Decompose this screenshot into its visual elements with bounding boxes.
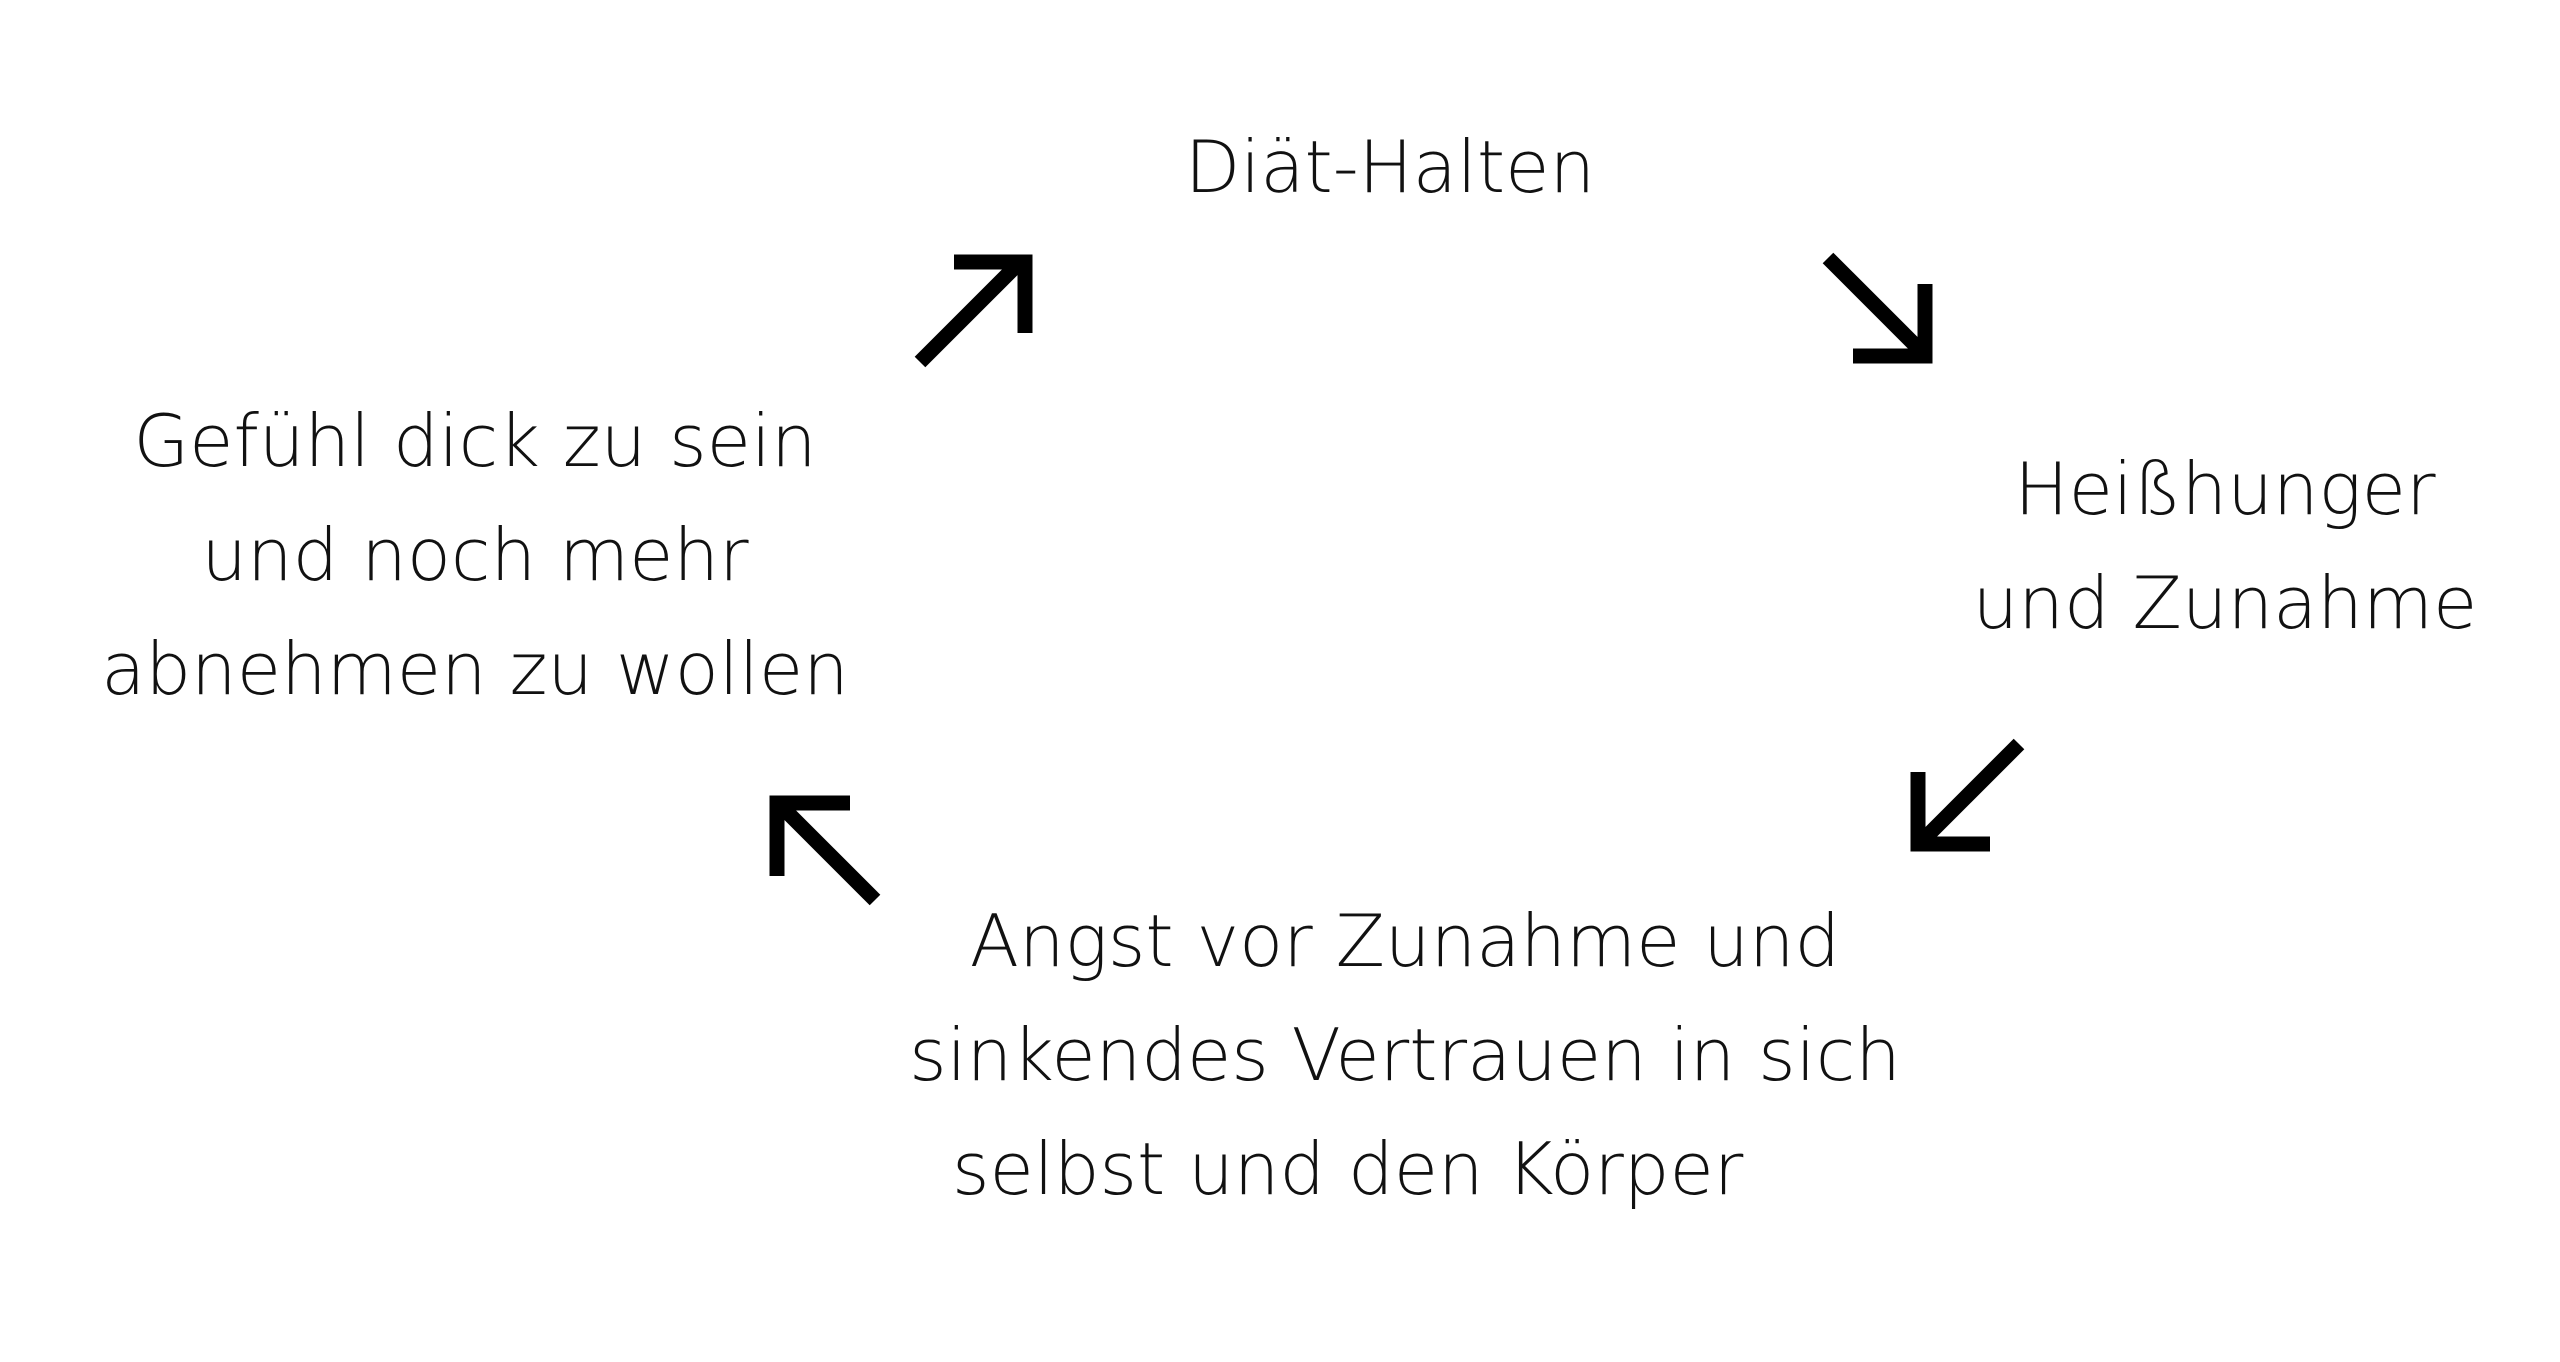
arrow-down-left-icon xyxy=(1910,738,2025,852)
node-text-line: selbst und den Körper xyxy=(952,1127,1744,1211)
node-diaet-halten: Diät-Halten xyxy=(1010,110,1770,224)
node-text-line: sinkendes Vertrauen in sich xyxy=(909,1013,1901,1097)
arrow-up-right-icon xyxy=(914,254,1033,368)
node-heisshunger: Heißhunger und Zunahme xyxy=(1920,432,2530,660)
node-text-line: und Zunahme xyxy=(1972,561,2478,645)
node-gefuehl-dick: Gefühl dick zu sein und noch mehr abnehm… xyxy=(60,384,890,726)
node-text-line: Diät-Halten xyxy=(1184,125,1596,209)
node-angst-vor-zunahme: Angst vor Zunahme und sinkendes Vertraue… xyxy=(880,884,1930,1226)
node-text-line: und noch mehr xyxy=(201,513,749,597)
arrow-down-right-icon xyxy=(1822,252,1933,364)
node-text-line: Gefühl dick zu sein xyxy=(133,399,817,483)
node-text-line: Angst vor Zunahme und xyxy=(969,899,1841,983)
node-text-line: Heißhunger xyxy=(2014,447,2436,531)
node-text-line: abnehmen zu wollen xyxy=(101,627,849,711)
arrow-up-left-icon xyxy=(769,795,881,906)
